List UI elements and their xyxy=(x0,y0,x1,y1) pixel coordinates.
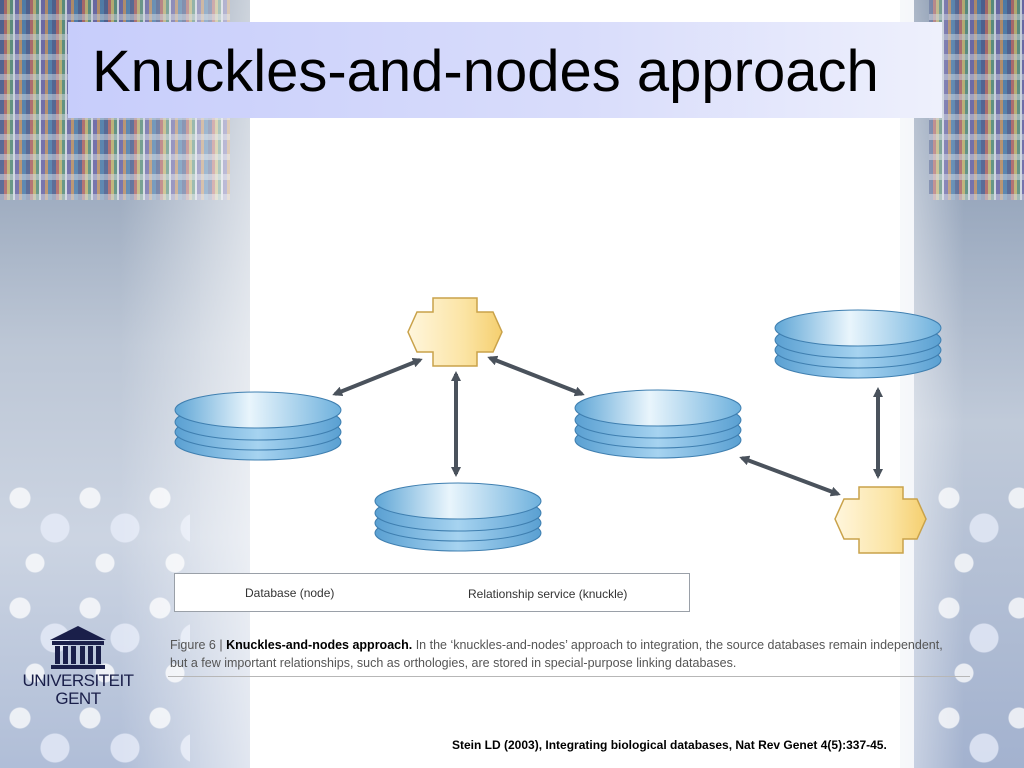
citation: Stein LD (2003), Integrating biological … xyxy=(452,738,887,752)
caption-figure-number: Figure 6 | xyxy=(170,638,223,652)
caption-body: In the ‘knuckles-and-nodes’ approach to … xyxy=(170,638,943,670)
caption-divider xyxy=(168,676,970,677)
logo-line-universiteit: UNIVERSITEIT xyxy=(22,671,134,690)
knuckle-bottom-right xyxy=(834,486,927,554)
left-fade xyxy=(120,0,320,768)
logo-line-gent: GENT xyxy=(55,689,101,708)
figure-caption: Figure 6 | Knuckles-and-nodes approach. … xyxy=(170,636,960,672)
legend-service-label: Relationship service (knuckle) xyxy=(468,587,628,601)
caption-bold-title: Knuckles-and-nodes approach. xyxy=(226,638,413,652)
legend-database-label: Database (node) xyxy=(245,586,335,600)
legend-box xyxy=(174,573,690,612)
title-bar xyxy=(68,22,942,118)
university-building-icon xyxy=(50,626,106,669)
database-node-bottom xyxy=(374,482,542,552)
edge-knuckle-top-db-left xyxy=(332,357,423,397)
database-node-top-right xyxy=(774,309,942,379)
right-fade xyxy=(844,0,964,768)
database-node-center-right xyxy=(574,389,742,459)
database-node-left xyxy=(174,391,342,461)
slide-title: Knuckles-and-nodes approach xyxy=(92,39,879,104)
edge-knuckle-top-db-center-right xyxy=(487,355,585,397)
knuckle-top xyxy=(407,297,503,367)
edge-knuckle-br-db-center-right xyxy=(739,455,841,497)
